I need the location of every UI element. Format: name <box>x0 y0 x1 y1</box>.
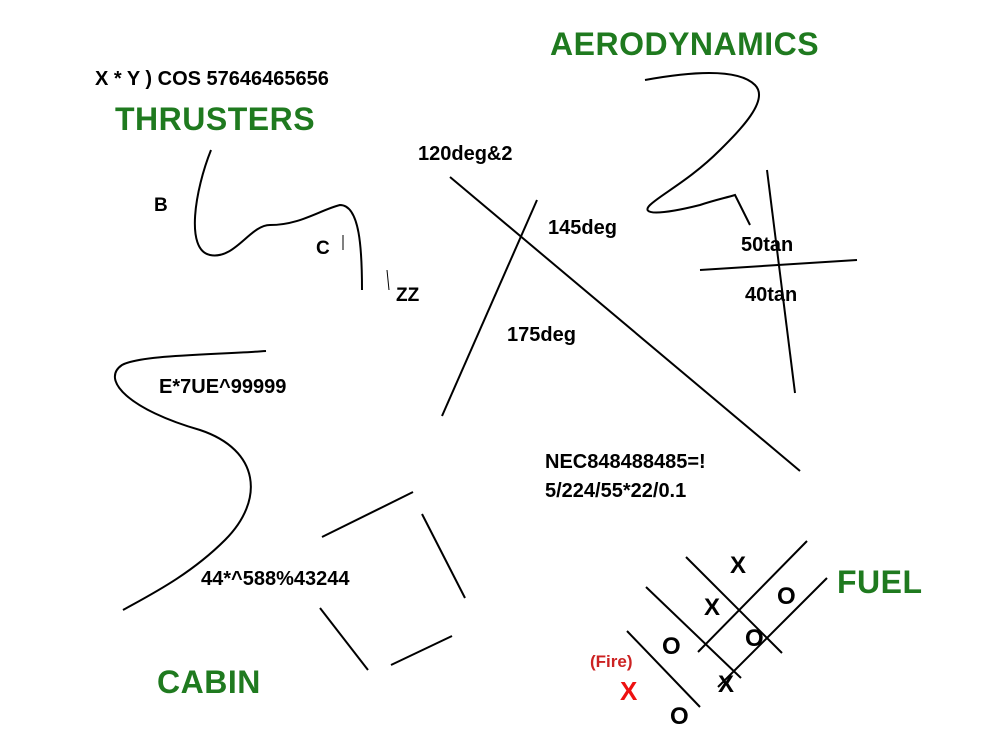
nec-line-1: NEC848488485=! <box>545 451 706 473</box>
fire-x-mark: X <box>620 676 638 706</box>
cabin-box-left <box>319 607 369 671</box>
nec-line-2: 5/224/55*22/0.1 <box>545 480 687 502</box>
aerodynamics-heading: AERODYNAMICS <box>550 26 820 62</box>
crossing-line <box>441 199 538 417</box>
ttt-mark: X <box>730 552 747 579</box>
fire-label: (Fire) <box>590 652 633 671</box>
left-s-curve <box>114 350 267 611</box>
tan-50-label: 50tan <box>741 234 794 256</box>
deg-145-label: 145deg <box>548 217 617 239</box>
ttt-diag-3 <box>626 630 701 708</box>
cabin-box-right <box>421 513 466 599</box>
ttt-mark: O <box>670 703 689 730</box>
zz-tick <box>386 269 390 291</box>
cabin-heading: CABIN <box>157 664 261 700</box>
ttt-anti-1 <box>697 540 808 653</box>
ttt-mark: O <box>745 625 764 652</box>
ttt-diag-1 <box>685 556 783 654</box>
ttt-mark: O <box>662 633 681 660</box>
tan-line-horizontal <box>699 259 858 271</box>
deg-175-label: 175deg <box>507 324 576 346</box>
b-label: B <box>154 195 168 216</box>
ttt-anti-2 <box>717 577 828 688</box>
ttt-mark: O <box>777 583 796 610</box>
ttt-mark: X <box>704 594 721 621</box>
tan-40-label: 40tan <box>745 284 798 306</box>
cabin-box-bottom <box>390 635 453 666</box>
num-formula-label: 44*^588%43244 <box>201 568 350 590</box>
fuel-heading: FUEL <box>837 564 923 600</box>
aerodynamics-curve <box>644 72 761 226</box>
thrusters-heading: THRUSTERS <box>115 101 316 137</box>
c-label: C <box>316 238 330 259</box>
long-diagonal-line <box>449 176 801 472</box>
e-formula-label: E*7UE^99999 <box>159 376 287 398</box>
ttt-mark: X <box>718 671 735 698</box>
zz-label: ZZ <box>396 285 420 306</box>
deg-120-label: 120deg&2 <box>418 143 513 165</box>
thrusters-curve <box>193 149 363 291</box>
ttt-diag-2 <box>645 586 742 679</box>
tan-line-vertical <box>766 169 796 394</box>
cabin-box-top <box>321 491 414 538</box>
cos-formula-label: X * Y ) COS 57646465656 <box>95 68 329 90</box>
